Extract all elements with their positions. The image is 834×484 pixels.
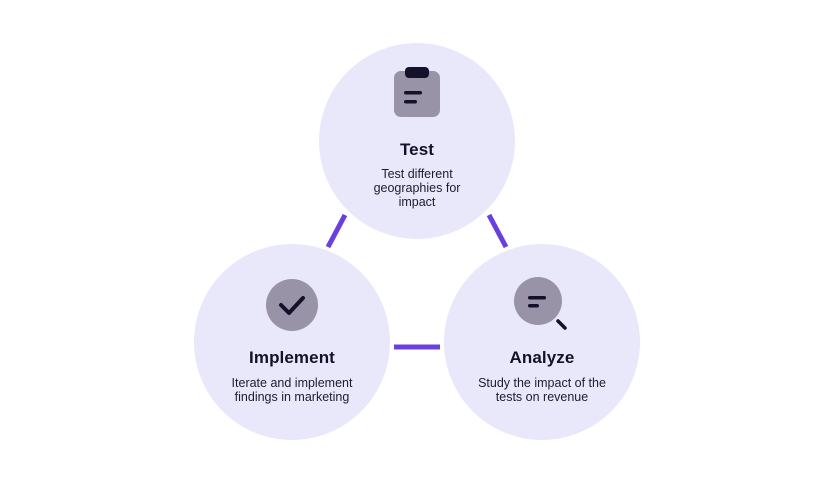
node-description-implement: Iterate and implement findings in market… <box>231 376 353 404</box>
clipboard-icon <box>389 66 445 122</box>
node-title-analyze: Analyze <box>509 348 575 367</box>
connector-test-analyze <box>486 213 509 249</box>
node-title-test: Test <box>399 140 435 159</box>
node-test: Test Test different geographies for impa… <box>319 43 515 239</box>
magnifier-icon <box>514 277 570 333</box>
node-title-implement: Implement <box>249 348 335 367</box>
node-implement: Implement Iterate and implement findings… <box>194 244 390 440</box>
node-analyze: Analyze Study the impact of the tests on… <box>444 244 640 440</box>
connector-test-implement <box>325 213 348 249</box>
node-description-analyze: Study the impact of the tests on revenue <box>478 376 606 404</box>
node-description-test: Test different geographies for impact <box>373 167 461 209</box>
checkmark-icon <box>264 277 320 333</box>
